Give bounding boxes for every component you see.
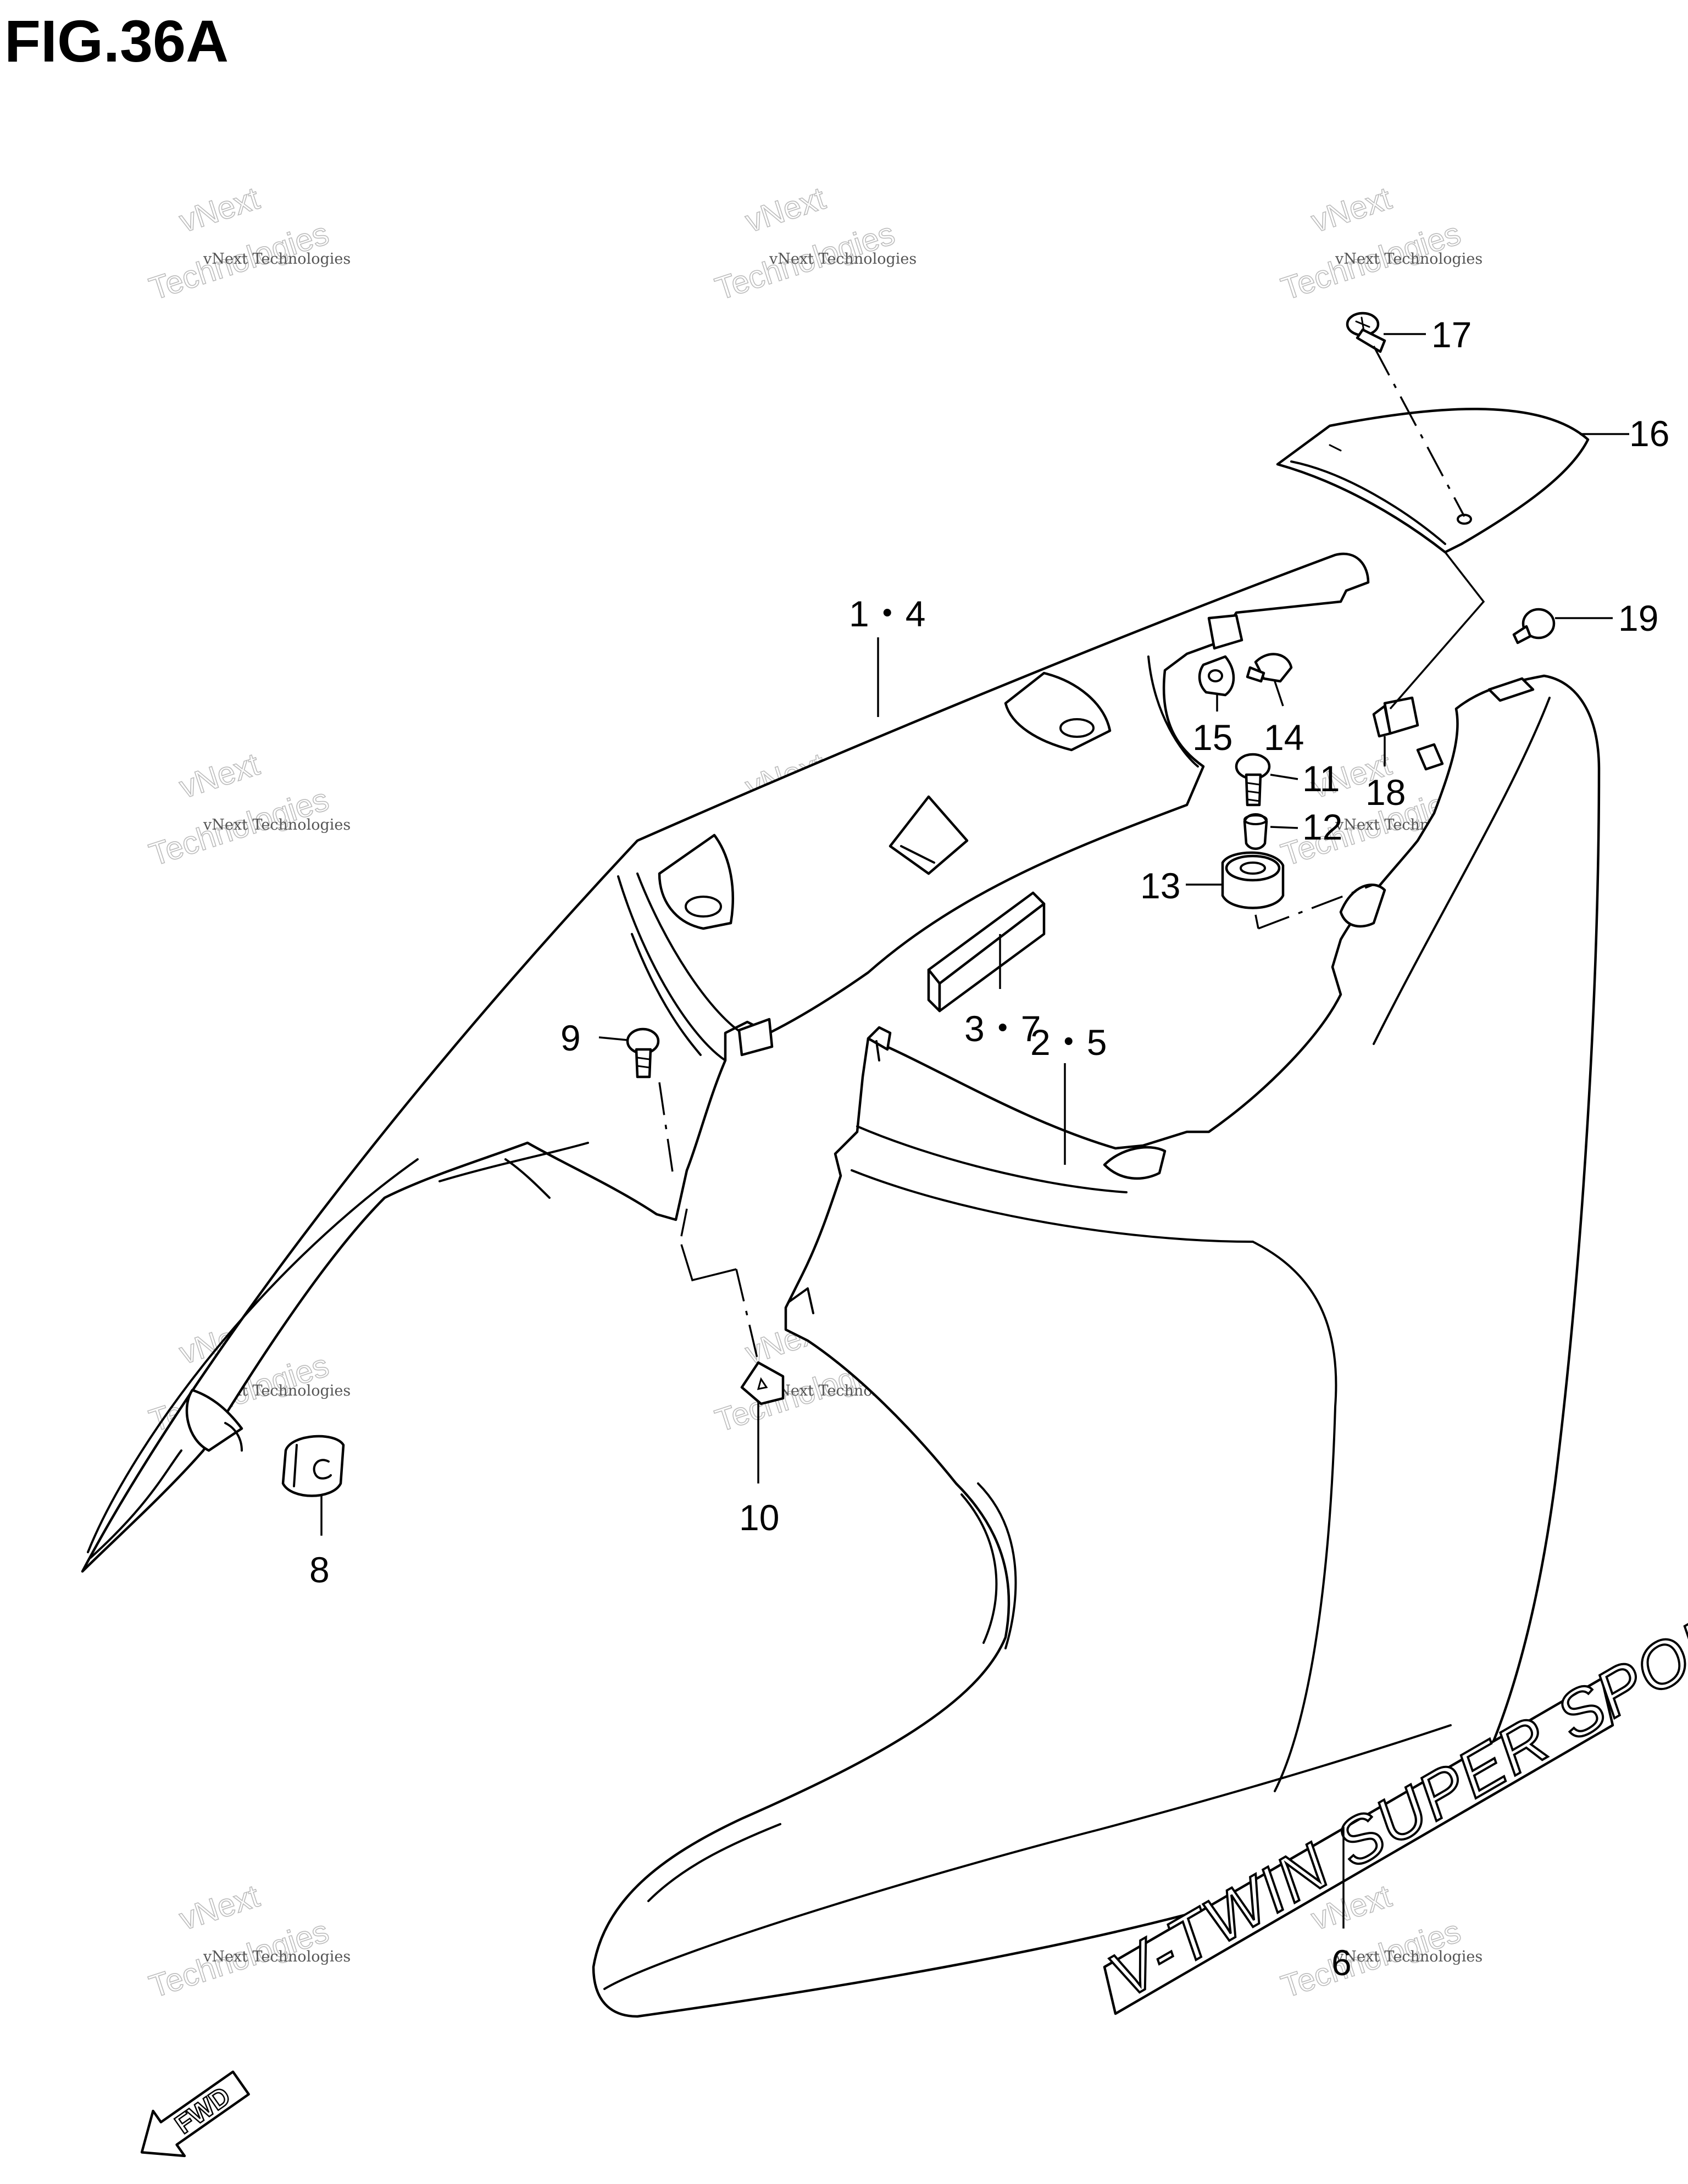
callout-19: 19 [1618,598,1658,638]
svg-text:vNext Technologies: vNext Technologies [203,816,351,833]
svg-text:vNext Technologies: vNext Technologies [203,1948,351,1965]
svg-text:vNext: vNext [175,746,264,805]
part-screw-17 [1346,312,1386,353]
svg-text:vNext: vNext [741,180,830,240]
watermark: vNext Technologies vNext Technologies [710,180,917,307]
part-collar-12 [1243,813,1268,850]
part-screw-9 [626,1027,660,1079]
watermark: vNext Technologies vNext Technologies [145,180,351,307]
callout-16: 16 [1629,413,1669,454]
watermark: vNext Technologies vNext Technologies [145,746,351,873]
callout-17: 17 [1431,314,1472,355]
part-frame-cover-lower [592,674,1601,2018]
part-cushion-strip [927,891,1046,1013]
part-frame-cover-upper [81,552,1370,1573]
svg-text:vNext: vNext [175,180,264,240]
callout-13: 13 [1140,865,1180,906]
callout-14: 14 [1264,717,1304,758]
part-cushion-8 [281,1435,345,1497]
callout-1-4: 1・4 [849,593,925,634]
callout-6: 6 [1331,1942,1352,1983]
svg-text:vNext Technologies: vNext Technologies [769,251,917,268]
assembly-lines [658,346,1485,1363]
svg-text:vNext Technologies: vNext Technologies [1335,1948,1482,1965]
svg-text:vNext Technologies: vNext Technologies [1335,251,1482,268]
callout-3-7: 3・7 [964,1008,1041,1049]
callout-leaders [320,333,1629,1929]
part-screw-11 [1235,753,1271,807]
forward-arrow: FWD [140,2070,250,2158]
callout-8: 8 [309,1549,330,1590]
callout-9: 9 [560,1018,581,1058]
callout-11: 11 [1302,758,1340,799]
watermark: vNext Technologies vNext Technologies [145,1877,351,2005]
svg-text:vNext Technologies: vNext Technologies [203,251,351,268]
part-nut-15 [1198,655,1235,697]
part-tail-cover [1276,408,1590,554]
svg-text:vNext: vNext [175,1878,264,1937]
callout-10: 10 [739,1497,779,1538]
callout-2-5: 2・5 [1030,1022,1107,1063]
watermark: vNext Technologies vNext Technologies [1276,180,1482,307]
callout-18: 18 [1365,772,1406,813]
part-clip-14 [1246,653,1293,683]
callout-12: 12 [1302,807,1342,847]
part-clip-19 [1512,608,1556,644]
part-grommet-13 [1221,851,1285,909]
callout-15: 15 [1192,717,1232,758]
svg-text:vNext: vNext [1307,180,1396,240]
figure-title: FIG.36A [4,8,229,74]
callout-labels: 1・4 2・5 3・7 6 8 9 10 11 12 13 14 15 16 1… [309,314,1669,1983]
